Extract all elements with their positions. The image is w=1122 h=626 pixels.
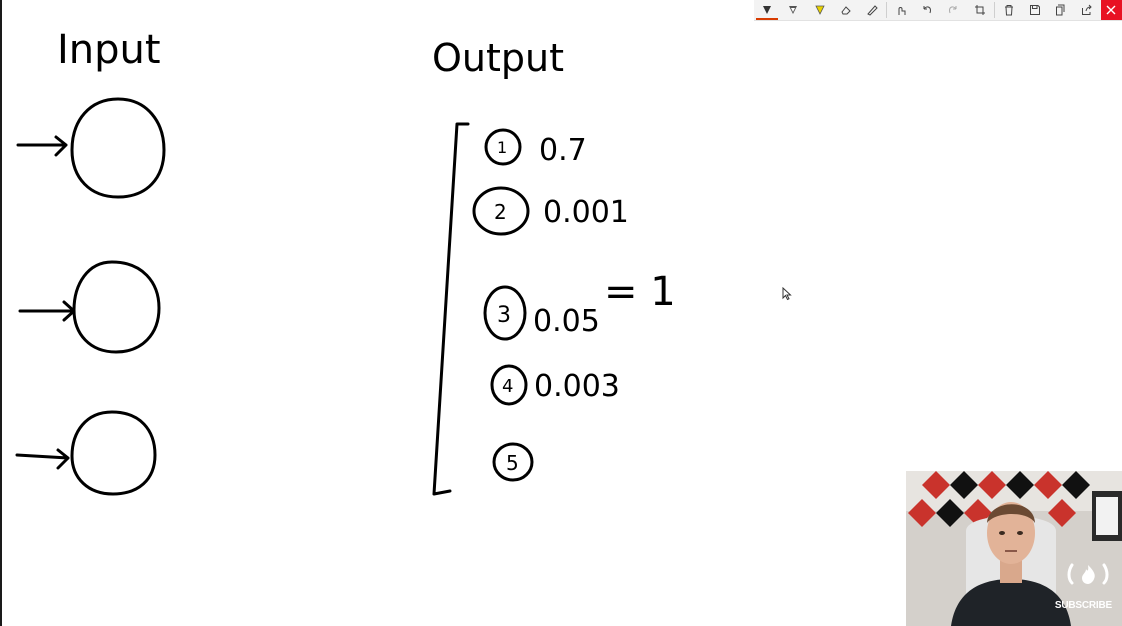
redo-button[interactable] [940,0,966,20]
output-index-circle-3 [483,285,527,341]
copy-icon [1056,4,1065,16]
delete-button[interactable] [996,0,1022,20]
ink-toolbar [754,0,1122,21]
output-index-1: 1 [497,138,507,157]
output-value-1: 0.7 [539,133,587,168]
output-index-4: 4 [502,376,513,397]
delete-icon [1004,5,1013,16]
output-value-3: 0.05 [533,304,600,339]
output-index-circle-1 [484,128,522,166]
webcam-video [906,471,1122,626]
eraser-button[interactable] [833,0,859,20]
close-button[interactable] [1100,0,1122,20]
crop-icon [974,5,985,15]
highlighter-icon [814,5,825,15]
output-bracket [432,122,470,496]
wall-diamond-pattern [908,471,1090,527]
undo-icon [923,6,932,14]
touch-writing-icon [898,7,906,15]
output-title: Output [432,36,564,80]
share-button[interactable] [1074,0,1100,20]
toolbar-divider [886,2,887,18]
input-neuron-3 [70,410,157,496]
input-arrow-2 [18,300,76,322]
share-icon [1082,4,1093,15]
ruler-icon [867,5,878,16]
save-icon [1030,5,1041,15]
subscribe-label[interactable]: SUBSCRIBE [1054,600,1112,611]
input-neuron-1 [70,97,166,199]
ballpoint-pen-button[interactable] [754,0,780,20]
crop-button[interactable] [967,0,993,20]
input-neuron-2 [72,260,161,354]
output-index-2: 2 [494,200,507,224]
pencil-icon [789,6,798,14]
output-index-3: 3 [497,303,511,328]
mouse-cursor-icon [782,287,792,301]
input-arrow-1 [16,135,68,157]
sum-note: = 1 [604,269,676,315]
ruler-button[interactable] [859,0,885,20]
eraser-icon [841,6,851,15]
output-value-4: 0.003 [534,369,620,404]
redo-icon [949,6,957,14]
webcam-overlay: SUBSCRIBE [906,471,1122,626]
toolbar-divider [993,2,995,18]
pencil-button[interactable] [780,0,806,20]
output-value-2: 0.001 [543,195,629,230]
output-index-5: 5 [506,451,519,475]
close-icon [1106,5,1116,15]
touch-writing-button[interactable] [888,0,914,20]
input-arrow-3 [15,448,70,470]
ballpoint-pen-icon [763,6,772,14]
output-index-circle-4 [490,364,528,406]
highlighter-button[interactable] [806,0,832,20]
output-index-circle-2 [472,186,530,236]
flame-logo-icon [1067,563,1109,585]
copy-button[interactable] [1048,0,1074,20]
undo-button[interactable] [914,0,940,20]
input-title: Input [57,27,161,73]
output-index-circle-5 [492,442,534,482]
save-button[interactable] [1022,0,1048,20]
